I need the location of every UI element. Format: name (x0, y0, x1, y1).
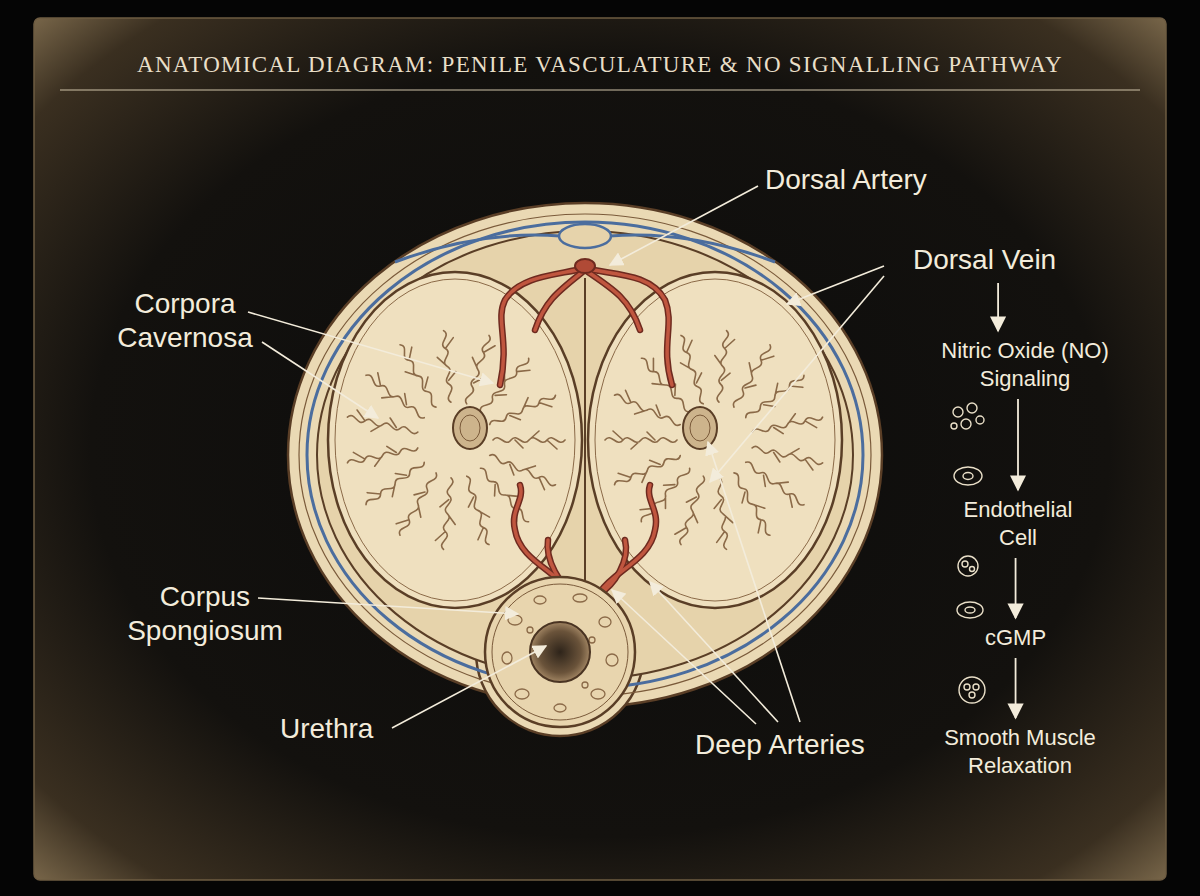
pathway-step: cGMP (981, 622, 1050, 654)
step-text: cGMP (985, 624, 1046, 652)
step-text: Dorsal Vein (913, 243, 1056, 277)
dorsal-vein (559, 224, 611, 248)
step-text: Smooth Muscle Relaxation (929, 724, 1111, 780)
part-label: Urethra (280, 712, 373, 746)
pathway-step: Dorsal Vein (909, 241, 1060, 279)
part-label-box: Urethra (280, 712, 373, 746)
pathway-step: Smooth Muscle Relaxation (925, 722, 1115, 782)
leader-lines (248, 186, 884, 728)
left-corpus-cavernosum (328, 272, 582, 608)
right-deep-artery (683, 407, 717, 449)
part-label-box: Deep Arteries (695, 728, 865, 762)
left-deep-artery (453, 407, 487, 449)
aged-card (34, 18, 1166, 880)
pathway-arrow (1015, 558, 1017, 618)
part-label-box: Corpus Spongiosum (115, 580, 295, 648)
penis-cross-section (288, 203, 882, 736)
part-label-box: Dorsal Artery (765, 163, 927, 197)
part-label: Corpus Spongiosum (115, 580, 295, 648)
pathway-arrow (1017, 399, 1019, 490)
diagram-title: ANATOMICAL DIAGRAM: PENILE VASCULATURE &… (50, 52, 1150, 78)
part-label: Dorsal Artery (765, 163, 927, 197)
pathway-arrow (1015, 658, 1017, 718)
artery-branches (500, 259, 672, 595)
part-label-box: Corpora Cavernosa (95, 287, 275, 355)
urethra-lumen (530, 622, 590, 682)
trabeculae (346, 330, 825, 551)
pathway-step: Nitric Oxide (NO) Signaling (936, 335, 1114, 395)
part-label: Corpora Cavernosa (95, 287, 275, 355)
part-label: Deep Arteries (695, 728, 865, 762)
step-text: Nitric Oxide (NO) Signaling (940, 337, 1110, 393)
right-corpus-cavernosum (588, 272, 842, 608)
pathway-icons (951, 403, 985, 703)
title-rule (60, 90, 1140, 91)
corpus-spongiosum (485, 577, 635, 727)
title-box: ANATOMICAL DIAGRAM: PENILE VASCULATURE &… (50, 52, 1150, 78)
pathway-arrow (997, 283, 999, 331)
pathway-step: Endothelial Cell (948, 494, 1088, 554)
step-text: Endothelial Cell (952, 496, 1084, 552)
